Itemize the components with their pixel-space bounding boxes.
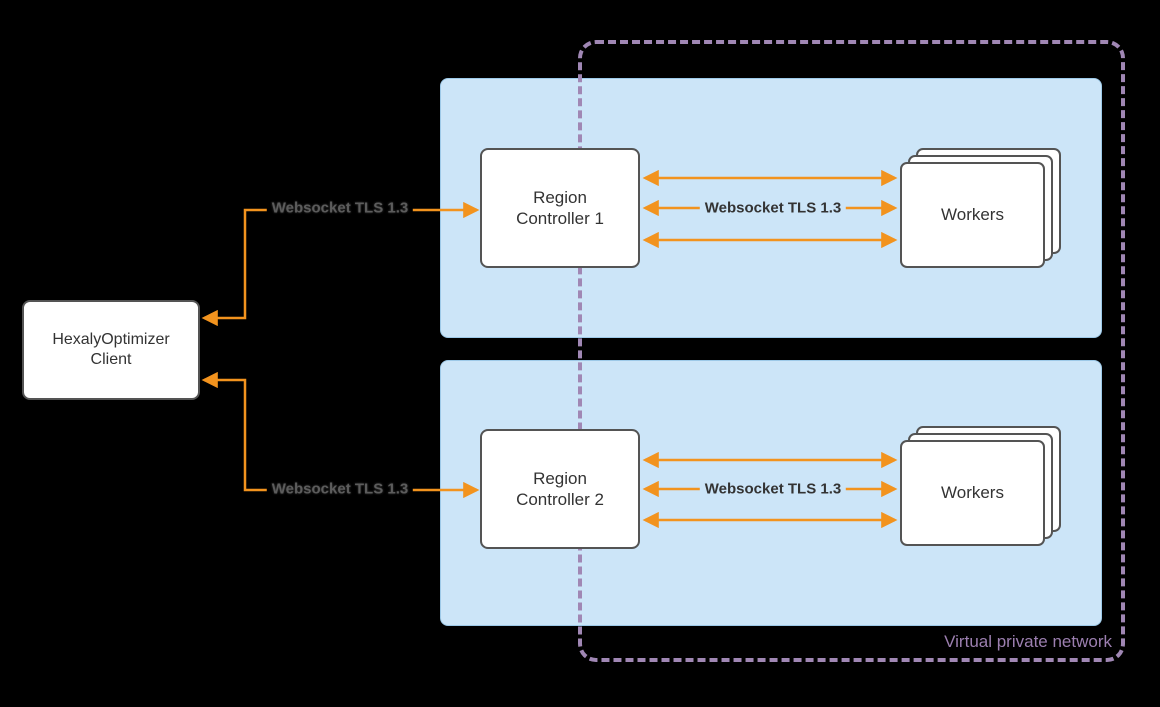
workers-2-label: Workers: [941, 483, 1004, 502]
workers-2-node: Workers: [900, 440, 1045, 546]
client-label: HexalyOptimizer Client: [52, 331, 170, 368]
client-node: HexalyOptimizer Client: [22, 300, 200, 400]
edge-label-rc2-workers: Websocket TLS 1.3: [699, 479, 847, 499]
vpn-label: Virtual private network: [944, 632, 1112, 651]
region-controller-2-label: Region Controller 2: [516, 468, 604, 509]
vpn-boundary: [578, 40, 1125, 662]
workers-1-label: Workers: [941, 205, 1004, 224]
edge-label-client-rc1: Websocket TLS 1.3: [266, 198, 414, 218]
edge-client-rc2: [201, 371, 480, 499]
edge-label-rc1-workers: Websocket TLS 1.3: [699, 198, 847, 218]
region-controller-1-label: Region Controller 1: [516, 187, 604, 228]
workers-1-node: Workers: [900, 162, 1045, 268]
region-controller-2-node: Region Controller 2: [480, 429, 640, 549]
region-controller-1-node: Region Controller 1: [480, 148, 640, 268]
edge-client-rc1: [201, 201, 480, 327]
edge-label-client-rc2: Websocket TLS 1.3: [266, 479, 414, 499]
